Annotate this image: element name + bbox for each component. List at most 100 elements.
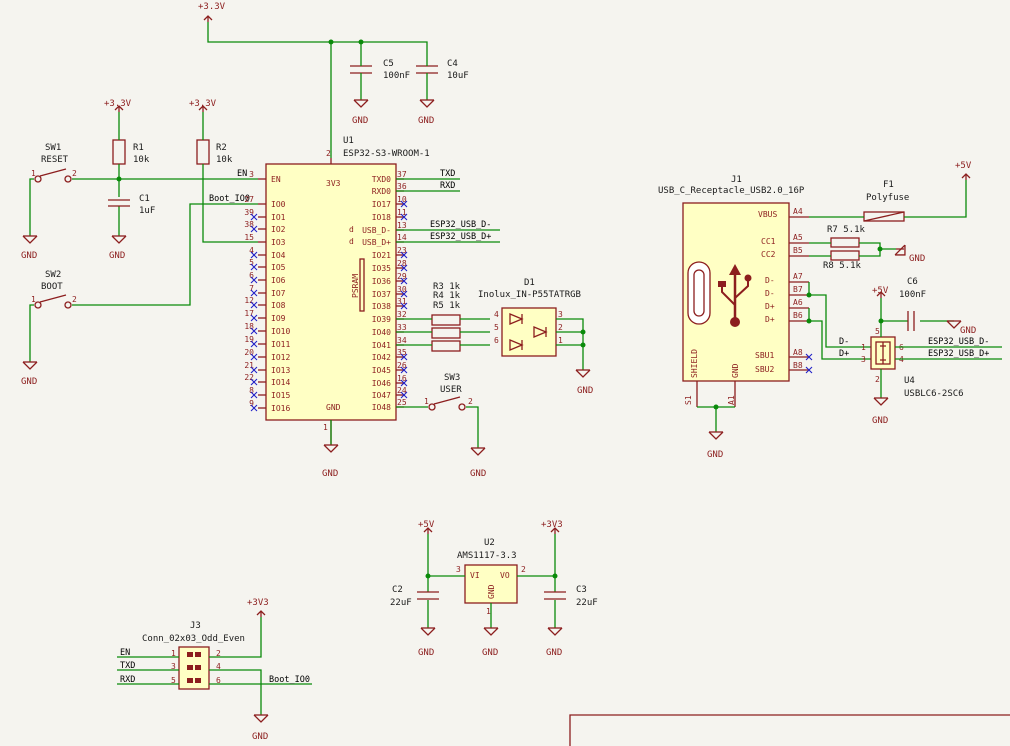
- svg-text:C5: C5: [383, 59, 394, 69]
- u1-right-nets: TXD RXD ESP32_USB_D- ESP32_USB_D+: [396, 169, 500, 243]
- u1-pin-number: 36: [397, 182, 407, 191]
- header-j3[interactable]: +3V3 J3 Conn_02x03_Odd_Even 1 2 3 4 5 6 …: [117, 598, 312, 742]
- svg-text:1: 1: [323, 423, 328, 432]
- no-connect-flag: [250, 263, 258, 271]
- u1-pin-label: USB_D-: [362, 226, 391, 235]
- svg-text:2: 2: [558, 323, 563, 332]
- u1-pin-label: IO17: [372, 200, 391, 209]
- u1-pin-label: IO0: [271, 200, 286, 209]
- u1-pin-number: 29: [397, 272, 407, 281]
- svg-text:2: 2: [72, 169, 77, 178]
- svg-text:RXD: RXD: [440, 181, 455, 191]
- u1-pin-number: 8: [249, 386, 254, 395]
- no-connect-flag: [400, 264, 408, 272]
- capacitor-c4[interactable]: GND C4 10uF: [416, 59, 469, 126]
- svg-text:10k: 10k: [216, 155, 233, 165]
- no-connect-flag: [250, 327, 258, 335]
- no-connect-flag: [400, 200, 408, 208]
- u1-pin-number: 37: [397, 170, 407, 179]
- svg-text:D-: D-: [765, 276, 775, 285]
- u1-pin-label: IO3: [271, 238, 286, 247]
- svg-text:CC1: CC1: [761, 237, 776, 246]
- u1-pin-number: 5: [249, 258, 254, 267]
- capacitor-c5[interactable]: GND C5 100nF: [350, 59, 410, 126]
- capacitor-c3[interactable]: GND C3 22uF: [544, 576, 598, 658]
- no-connect-flag: [250, 289, 258, 297]
- no-connect-flag: [250, 378, 258, 386]
- svg-text:+3V3: +3V3: [247, 598, 269, 608]
- u1-pin-number: 6: [249, 271, 254, 280]
- svg-text:3V3: 3V3: [326, 179, 341, 188]
- rgb-led-d1[interactable]: D1 Inolux_IN-P55TATRGB 4 5 6 3 2 1 GND: [478, 278, 593, 396]
- svg-text:B8: B8: [793, 361, 803, 370]
- svg-text:S1: S1: [684, 395, 693, 405]
- capacitor-c2[interactable]: GND C2 22uF: [390, 576, 439, 658]
- svg-text:22uF: 22uF: [576, 598, 598, 608]
- svg-text:SBU1: SBU1: [755, 351, 774, 360]
- svg-text:TXD: TXD: [440, 169, 455, 179]
- svg-text:F1: F1: [883, 180, 894, 190]
- title-block-frame: [569, 714, 1010, 746]
- u1-pin-label: IO45: [372, 366, 391, 375]
- capacitor-c1[interactable]: GND C1 1uF: [108, 179, 155, 261]
- resistor-r1[interactable]: +3.3V R1 10k: [104, 99, 150, 179]
- svg-text:6: 6: [216, 676, 221, 685]
- svg-text:2: 2: [326, 149, 331, 158]
- svg-text:Inolux_IN-P55TATRGB: Inolux_IN-P55TATRGB: [478, 290, 581, 300]
- esd-protection-u4[interactable]: +5V GND C6 100nF GND U4 USBLC6-2SC6 1 3 …: [861, 277, 1002, 426]
- u1-pin-label: IO5: [271, 263, 286, 272]
- svg-text:1: 1: [171, 649, 176, 658]
- svg-text:6: 6: [494, 336, 499, 345]
- svg-text:3: 3: [456, 565, 461, 574]
- svg-text:d: d: [349, 237, 354, 246]
- u1-pin-label: IO9: [271, 314, 286, 323]
- u1-pin-number: 24: [397, 386, 407, 395]
- cc-resistors-r7-r8[interactable]: R7 5.1k R8 5.1k GND: [809, 225, 925, 271]
- esp32-s3-module-u1[interactable]: 2 3V3 U1 ESP32-S3-WROOM-1 GND GND 1 PSRA…: [244, 136, 429, 479]
- svg-text:5: 5: [494, 323, 499, 332]
- svg-text:1uF: 1uF: [139, 206, 155, 216]
- svg-text:A6: A6: [793, 298, 803, 307]
- usb-c-receptacle-j1[interactable]: J1 USB_C_Receptacle_USB2.0_16P VBUS CC1 …: [658, 175, 813, 460]
- svg-text:GND: GND: [872, 416, 888, 426]
- svg-text:C1: C1: [139, 194, 150, 204]
- svg-text:GND: GND: [21, 251, 37, 261]
- u1-pin-number: 28: [397, 259, 407, 268]
- svg-text:1: 1: [861, 343, 866, 352]
- u1-pin-number: 25: [397, 398, 407, 407]
- no-connect-flag: [250, 213, 258, 221]
- no-connect-flag: [400, 290, 408, 298]
- resistor-r2[interactable]: +3.3V R2 10k: [189, 99, 258, 243]
- svg-text:R7 5.1k: R7 5.1k: [827, 225, 866, 235]
- no-connect-flag: [400, 379, 408, 387]
- svg-text:USB_C_Receptacle_USB2.0_16P: USB_C_Receptacle_USB2.0_16P: [658, 186, 805, 196]
- svg-text:2: 2: [468, 397, 473, 406]
- svg-text:SW3: SW3: [444, 373, 460, 383]
- polyfuse-f1[interactable]: F1 Polyfuse +5V: [809, 161, 972, 222]
- svg-text:D+: D+: [765, 315, 775, 324]
- no-connect-flag: [400, 391, 408, 399]
- svg-text:+3.3V: +3.3V: [104, 99, 132, 109]
- u1-pin-label: TXD0: [372, 175, 391, 184]
- no-connect-flag: [400, 251, 408, 259]
- svg-text:GND: GND: [252, 732, 268, 742]
- svg-text:GND: GND: [418, 648, 434, 658]
- switch-sw1-reset[interactable]: GND SW1 RESET 1 2 EN: [21, 143, 258, 261]
- svg-text:2: 2: [72, 295, 77, 304]
- switch-sw3-user[interactable]: GND SW3 USER 1 2: [396, 373, 486, 479]
- resistors-r3-r5[interactable]: R3 1k R4 1k R5 1k: [396, 282, 490, 352]
- u1-pin-label: EN: [271, 175, 281, 184]
- no-connect-flag: [250, 391, 258, 399]
- svg-text:C6: C6: [907, 277, 918, 287]
- u1-pin-number: 7: [249, 284, 254, 293]
- svg-text:GND: GND: [21, 377, 37, 387]
- switch-sw2-boot[interactable]: GND SW2 BOOT 1 2 Boot_IO0: [21, 194, 258, 387]
- u1-pin-number: 19: [244, 335, 254, 344]
- svg-text:C2: C2: [392, 585, 403, 595]
- svg-text:D+: D+: [839, 349, 849, 359]
- svg-text:ESP32_USB_D-: ESP32_USB_D-: [430, 220, 491, 230]
- svg-text:2: 2: [875, 375, 880, 384]
- ldo-regulator-u2[interactable]: +5V +3V3 U2 AMS1117-3.3 VI VO GND 3 2 1 …: [418, 520, 563, 658]
- u1-left-pins: EN3IO027IO139IO238IO315IO44IO55IO66IO77I…: [244, 170, 290, 413]
- svg-text:GND: GND: [418, 116, 434, 126]
